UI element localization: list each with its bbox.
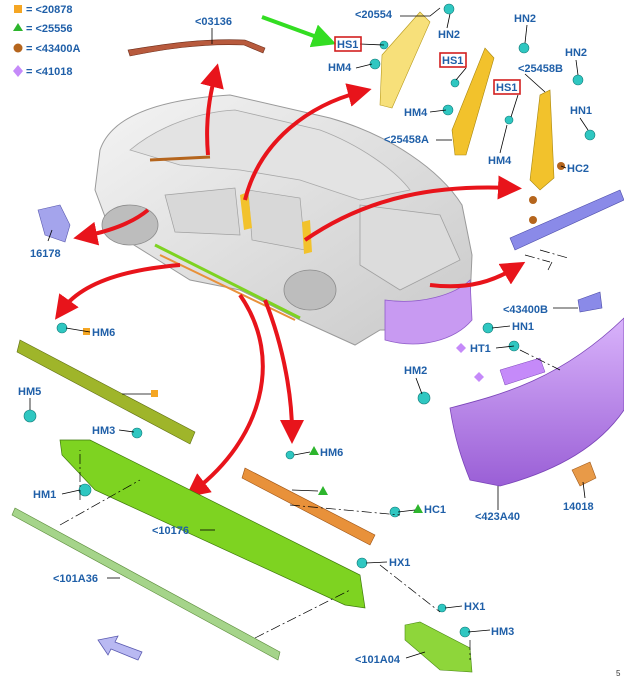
page-number: 5: [616, 669, 621, 676]
label-hm5: HM5: [18, 386, 41, 398]
label-25458a: <25458A: [384, 134, 429, 146]
label-hm4-b: HM4: [404, 107, 428, 119]
label-hm2: HM2: [404, 365, 427, 377]
leader-lines: [29, 7, 589, 660]
label-hn2-a: HN2: [438, 29, 460, 41]
moulding-101a36: [11, 507, 281, 661]
label-hn2-c: HN2: [565, 47, 587, 59]
label-101a04: <101A04: [355, 654, 401, 666]
sill-moulding-upper: [16, 339, 196, 445]
label-16178: 16178: [30, 248, 61, 260]
label-ht1: HT1: [470, 343, 491, 355]
pillar-trim-25458a: [451, 47, 495, 156]
arrow-to-sill-moulding: [54, 263, 181, 320]
bracket-101a04: [404, 621, 473, 673]
label-hm3-b: HM3: [491, 626, 514, 638]
legend-item-25556: = <25556: [26, 23, 73, 35]
label-43400b: <43400B: [503, 304, 548, 316]
legend-item-20878: = <20878: [26, 4, 73, 16]
label-03136: <03136: [195, 16, 232, 28]
label-hc1: HC1: [424, 504, 446, 516]
rear-moulding-43400b: [509, 189, 624, 251]
label-hm3-a: HM3: [92, 425, 115, 437]
roof-drip-moulding: [127, 39, 266, 57]
label-hm4-c: HM4: [488, 155, 512, 167]
marker-diamond-icon: [474, 372, 484, 382]
callout-arrows: [54, 15, 526, 498]
label-hm1: HM1: [33, 489, 56, 501]
arrow-to-pillars: [243, 83, 372, 201]
part-14018: [571, 461, 597, 487]
legend-circle-icon: [13, 43, 23, 53]
arrow-to-orange-strip: [263, 299, 304, 444]
label-hs1-c: HS1: [496, 82, 517, 94]
part-labels: <03136 <20554 HS1 HS1 HS1 HM4 HM4 HM4 HN…: [18, 9, 621, 676]
rocker-panel-moulding-10176: [59, 439, 366, 609]
direction-arrow-icon: [97, 635, 143, 661]
legend: = <20878 = <25556 = <43400A = <41018: [13, 4, 80, 78]
legend-item-41018: = <41018: [26, 66, 73, 78]
marker-diamond-icon: [456, 343, 466, 353]
legend-item-43400a: = <43400A: [26, 43, 80, 55]
fastener-clips: [23, 3, 596, 638]
marker-triangle-icon: [318, 486, 328, 495]
label-hs1-b: HS1: [442, 55, 463, 67]
legend-triangle-icon: [13, 23, 23, 31]
legend-square-icon: [14, 5, 22, 13]
label-hn2-b: HN2: [514, 13, 536, 25]
label-hs1-a: HS1: [337, 39, 358, 51]
arrow-to-green-sill: [185, 293, 265, 498]
arrow-green-hs1: [261, 15, 337, 48]
label-hn1-a: HN1: [570, 105, 592, 117]
marker-square-icon: [151, 390, 158, 397]
label-14018: 14018: [563, 501, 594, 513]
arrow-to-rear-bumper: [429, 261, 526, 289]
label-hn1-b: HN1: [512, 321, 534, 333]
arrow-to-roof-strip: [200, 63, 224, 156]
legend-diamond-icon: [13, 65, 23, 77]
hs1-box-b: [439, 52, 467, 68]
rear-bumper-cover: [449, 317, 624, 487]
label-20554: <20554: [355, 9, 393, 21]
arrow-to-rear-moulding: [303, 175, 522, 242]
hs1-box-a: [334, 36, 362, 52]
marker-circle-icon: [529, 196, 537, 204]
label-hm6-a: HM6: [92, 327, 115, 339]
label-hx1-b: HX1: [464, 601, 485, 613]
label-25458b: <25458B: [518, 63, 563, 75]
label-hc2: HC2: [567, 163, 589, 175]
label-10176: <10176: [152, 525, 189, 537]
marker-circle-icon: [529, 216, 537, 224]
vehicle-body: [94, 94, 473, 346]
hs1-box-c: [493, 79, 521, 95]
pillar-trim-20554: [379, 11, 431, 109]
arrow-to-bracket-16178: [73, 208, 150, 246]
pillar-trim-25458b: [529, 89, 555, 191]
bracket-16178: [37, 204, 71, 243]
marker-triangle-icon: [309, 446, 319, 455]
label-hm6-b: HM6: [320, 447, 343, 459]
label-hx1-a: HX1: [389, 557, 410, 569]
label-hm4-a: HM4: [328, 62, 352, 74]
label-101a36: <101A36: [53, 573, 98, 585]
marker-triangle-icon: [413, 504, 423, 513]
label-423a40: <423A40: [475, 511, 520, 523]
